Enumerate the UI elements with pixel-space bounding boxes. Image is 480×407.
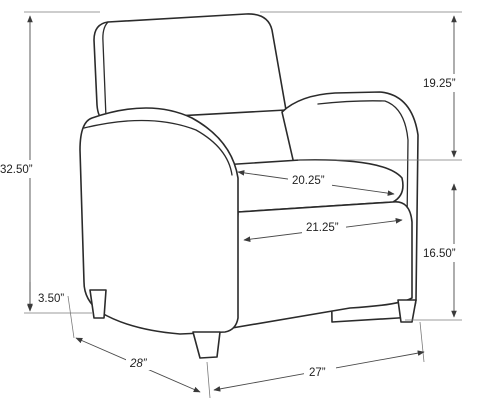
backrest: [93, 13, 287, 121]
depth-label: 28”: [129, 358, 148, 370]
inner-width-label: 21.25”: [306, 222, 339, 234]
seat-height-label: 16.50”: [423, 248, 456, 260]
armchair-outline: [79, 13, 419, 359]
width-label: 27”: [309, 367, 326, 379]
dimension-labels: 32.50” 19.25” 16.50” 3.50” 28” 27” 20.25…: [0, 74, 480, 380]
back-left-leg: [89, 289, 107, 319]
back-height-label: 19.25”: [423, 78, 456, 90]
front-left-leg: [192, 331, 221, 359]
left-arm: [79, 107, 239, 335]
extension-lines: [24, 11, 462, 399]
seat-width-label: 20.25”: [292, 175, 325, 187]
front-right-leg: [397, 299, 417, 323]
overall-height-label: 32.50”: [0, 164, 33, 176]
leg-height-label: 3.50”: [38, 293, 64, 305]
